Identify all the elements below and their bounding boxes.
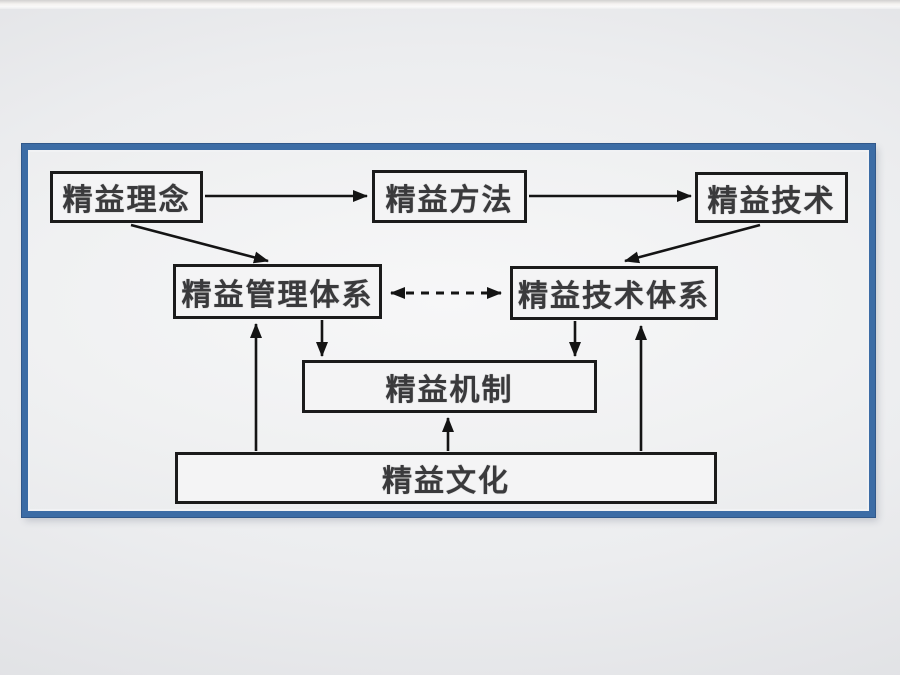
node-lean-culture-label: 精益文化	[382, 465, 510, 498]
node-lean-technology-label: 精益技术	[707, 184, 836, 218]
node-lean-technology: 精益技术	[695, 172, 848, 223]
node-lean-mechanism-label: 精益机制	[385, 373, 514, 407]
node-lean-technology-system: 精益技术体系	[510, 266, 718, 320]
node-lean-method: 精益方法	[372, 170, 527, 223]
node-lean-management-system-label: 精益管理体系	[181, 278, 374, 312]
node-lean-mechanism: 精益机制	[302, 360, 597, 413]
node-lean-concept: 精益理念	[50, 171, 203, 223]
node-lean-concept-label: 精益理念	[62, 184, 191, 217]
node-lean-technology-system-label: 精益技术体系	[518, 280, 710, 313]
top-edge-band	[0, 0, 900, 9]
node-lean-culture: 精益文化	[175, 452, 717, 504]
node-lean-management-system: 精益管理体系	[173, 264, 382, 319]
node-lean-method-label: 精益方法	[385, 183, 514, 217]
